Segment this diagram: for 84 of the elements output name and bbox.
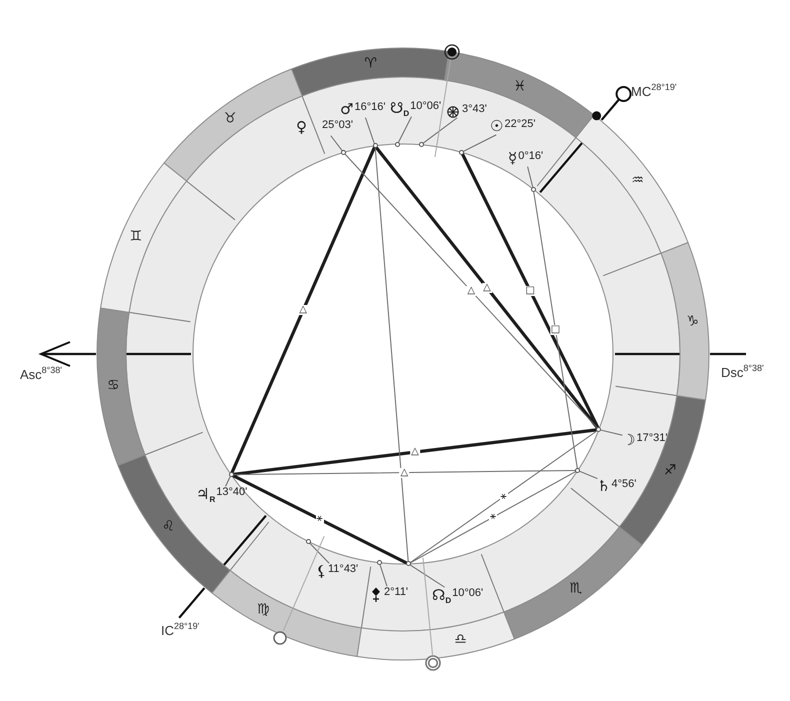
degree-label: 4°56' <box>611 478 636 490</box>
aspect-line <box>230 146 376 474</box>
leader-line <box>410 564 445 588</box>
degree-label: 10°06' <box>452 587 484 599</box>
aspect-symbol: □ <box>550 324 562 335</box>
leader-line <box>527 166 534 188</box>
aspect-symbol: △ <box>410 447 420 458</box>
degree-label: 2°11' <box>384 586 408 598</box>
zodiac-sign-symbol: ♋ <box>107 378 120 394</box>
axis-label: Dsc$^{8°38'}$ <box>721 365 764 380</box>
degree-label: 3°43' <box>462 103 487 115</box>
dot-icon <box>596 427 602 432</box>
dot-icon <box>459 150 464 155</box>
aspect-line <box>461 152 600 429</box>
planet-symbol: ☉ <box>490 118 504 135</box>
zodiac-sign-symbol: ♊ <box>130 230 142 245</box>
dot-icon <box>406 561 411 566</box>
dot-icon <box>575 468 580 473</box>
planet-symbol: ☽ <box>622 432 636 449</box>
degree-label: 22°25' <box>504 118 536 130</box>
planet-symbol: ⚸ <box>316 563 327 580</box>
leader-line <box>398 116 412 142</box>
degree-label: 13°40' <box>216 486 248 498</box>
aspect-symbol: △ <box>400 468 410 478</box>
aspect-line <box>374 148 409 562</box>
planet-symbol: ☋$_{D}$ <box>390 100 410 117</box>
aspect-symbol: □ <box>524 286 536 296</box>
zodiac-sign-symbol: ♈ <box>364 56 377 72</box>
aspect-line <box>533 191 578 468</box>
planet-symbol: ♂ <box>340 101 354 118</box>
aspect-symbol: △ <box>482 282 492 293</box>
planet-symbol: ♀ <box>296 119 307 136</box>
axis-label: MC$^{28°19'}$ <box>631 84 677 99</box>
zodiac-sign-symbol: ♒ <box>631 174 644 189</box>
aspect-symbol: ⚹ <box>316 514 324 524</box>
double-ring-icon <box>425 654 442 670</box>
degree-label: 25°03' <box>322 119 353 131</box>
dot-icon <box>372 143 378 148</box>
zodiac-sign-symbol: ♎ <box>454 632 467 648</box>
zodiac-sign-symbol: ♉ <box>224 112 236 127</box>
leader-line <box>380 564 388 586</box>
aspect-line <box>233 470 576 476</box>
leader-line <box>580 470 598 479</box>
planet-symbol: ♄ <box>597 478 610 495</box>
dot-icon <box>306 538 310 544</box>
dot-icon <box>530 186 536 192</box>
leader-line <box>225 476 230 486</box>
degree-label: 17°31' <box>636 432 668 444</box>
degree-label: 10°06' <box>410 100 442 112</box>
aspect-line <box>410 471 576 564</box>
ring-icon <box>272 630 288 646</box>
planet-symbol: ☿ <box>508 150 518 167</box>
degree-label: 0°16' <box>518 150 544 162</box>
aspect-line <box>232 474 408 564</box>
dot-icon <box>418 142 424 148</box>
zodiac-sign-symbol: ♌ <box>162 519 175 534</box>
dot-icon <box>341 150 346 156</box>
axis-label: IC$^{28°19'}$ <box>161 623 200 638</box>
zodiac-sign-symbol: ♐ <box>664 463 676 478</box>
aspect-line <box>410 430 598 563</box>
leader-line <box>365 118 375 144</box>
leader-line <box>309 542 330 564</box>
leader-line <box>330 136 343 152</box>
planet-symbol: ☊$_{D}$ <box>432 587 452 604</box>
degree-label: 11°43' <box>328 563 358 575</box>
aspect-symbol: △ <box>298 305 308 316</box>
degree-label: 16°16' <box>354 101 386 113</box>
planet-symbol: ♃$_{R}$ <box>196 486 216 503</box>
aspect-symbol: ⚹ <box>489 512 497 522</box>
leader-line <box>422 118 458 144</box>
zodiac-sign-symbol: ♍ <box>257 602 270 618</box>
ringed-dot-icon <box>444 44 460 60</box>
aspect-symbol: △ <box>466 286 476 296</box>
leader-line <box>600 430 622 436</box>
dot-icon <box>228 472 234 478</box>
aspect-symbol: ⚹ <box>500 492 508 502</box>
zodiac-sign-symbol: ♏ <box>570 581 582 596</box>
axis-label: Asc$^{8°38'}$ <box>20 367 62 382</box>
zodiac-sign-symbol: ♑ <box>686 314 699 330</box>
leader-line <box>463 134 496 152</box>
aspect-line <box>232 428 598 476</box>
zodiac-sign-symbol: ♓ <box>514 79 526 94</box>
dot-icon <box>376 560 382 566</box>
dot-icon <box>395 142 400 147</box>
